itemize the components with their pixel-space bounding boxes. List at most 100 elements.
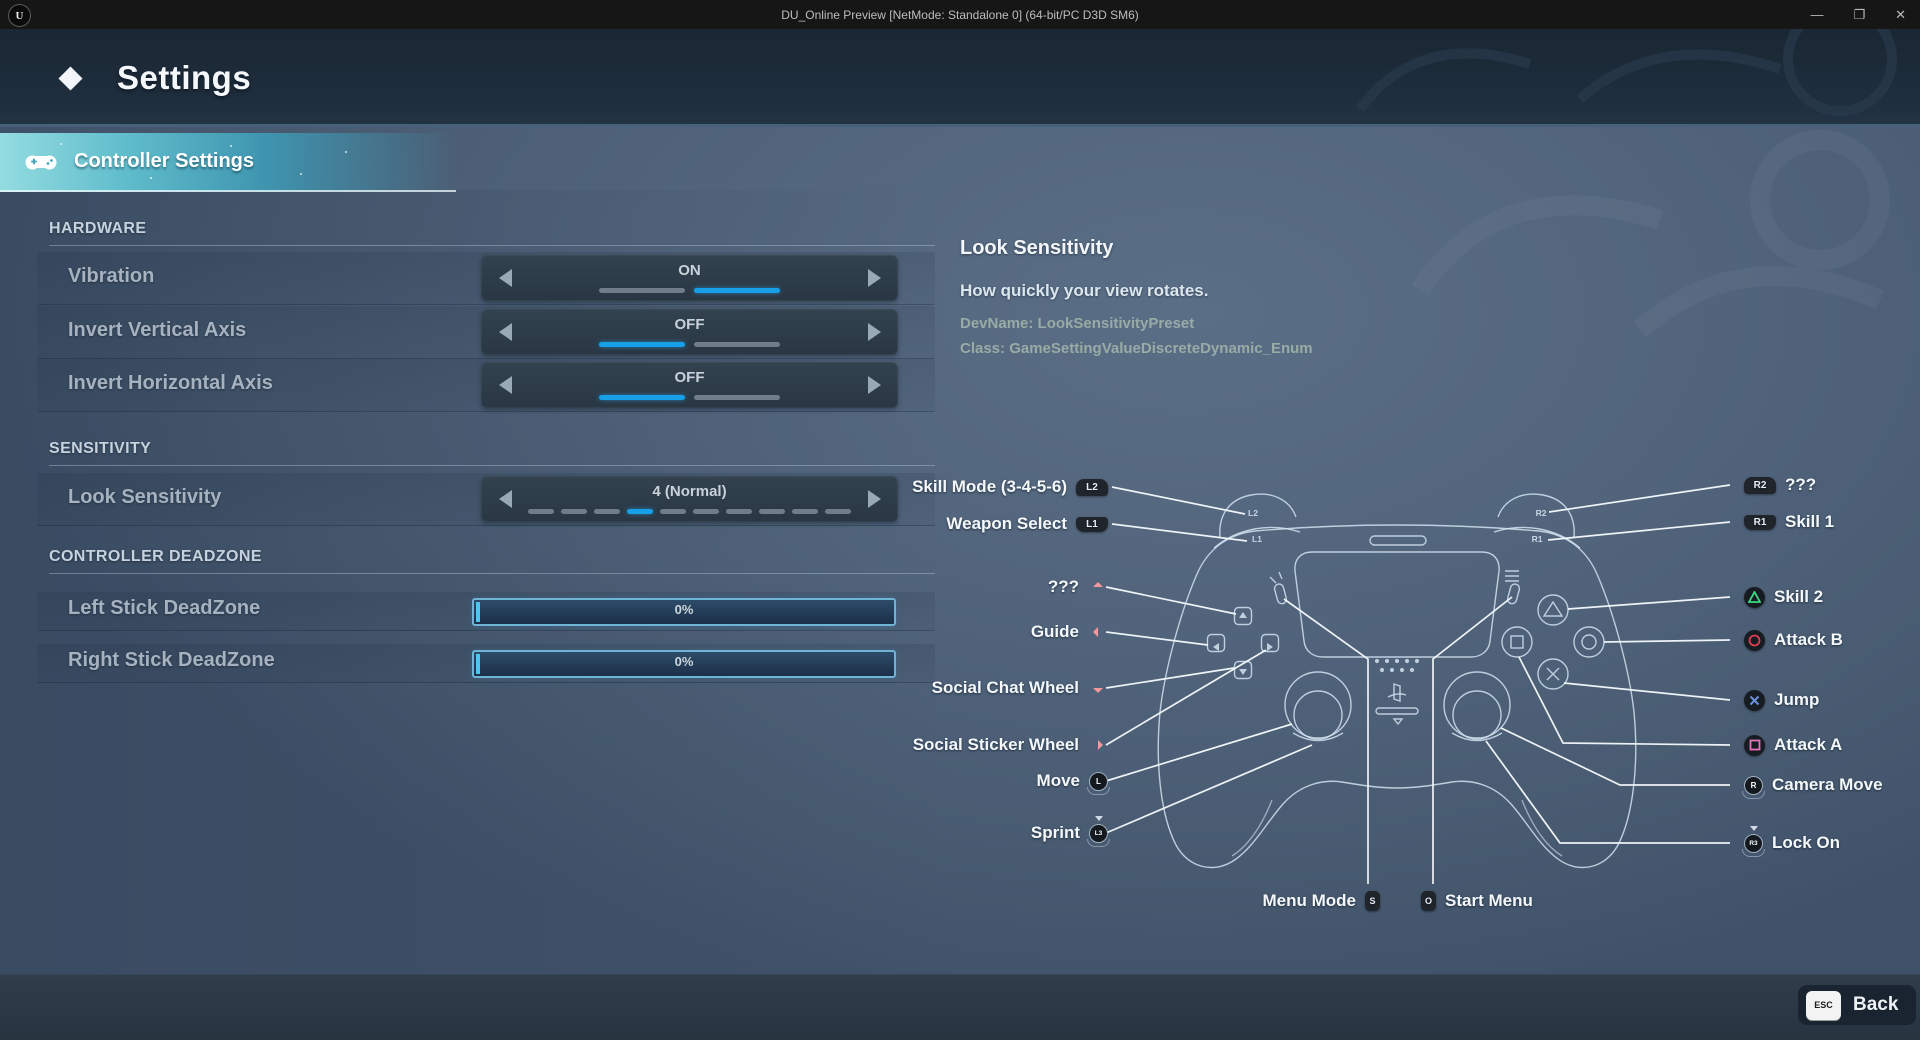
binding-r2-unknown: R2 ???	[1744, 472, 1816, 498]
look-sensitivity-stepper[interactable]: 4 (Normal)	[481, 476, 898, 522]
stepper-segment	[694, 288, 780, 293]
left-stick-icon: L	[1087, 771, 1110, 795]
unreal-engine-logo-icon: U	[8, 4, 31, 27]
tab-controller-settings[interactable]: Controller Settings	[0, 133, 456, 192]
stepper-value: OFF	[674, 316, 705, 333]
vibration-stepper[interactable]: ON	[481, 255, 898, 301]
stepper-segments	[481, 395, 898, 400]
dpad-down-icon	[1088, 678, 1108, 698]
deadzone-value: 0%	[674, 654, 694, 669]
back-button[interactable]: ESC Back	[1798, 985, 1916, 1025]
circle-button-icon	[1744, 629, 1765, 651]
dpad-right-icon	[1088, 735, 1108, 755]
controller-diagram: L2 L1 R2 R1	[1105, 484, 1731, 884]
deadzone-value: 0%	[674, 602, 694, 617]
binding-skill-2: Skill 2	[1744, 584, 1823, 610]
info-devname: DevName: LookSensitivityPreset	[960, 315, 1195, 332]
l1-art-label: L1	[1252, 534, 1262, 544]
invert-vertical-stepper[interactable]: OFF	[481, 309, 898, 355]
l2-trigger-badge-icon: L2	[1076, 478, 1108, 496]
decrease-arrow-button[interactable]	[481, 362, 529, 408]
right-stick-icon: R	[1742, 775, 1765, 799]
stepper-segment	[825, 509, 851, 514]
stepper-segment	[792, 509, 818, 514]
stepper-segment	[759, 509, 785, 514]
binding-start-menu: O Start Menu	[1421, 888, 1533, 914]
increase-arrow-button[interactable]	[850, 476, 898, 522]
setting-label-right-deadzone: Right Stick DeadZone	[68, 649, 275, 671]
section-divider	[49, 465, 935, 466]
setting-label-invert-horizontal: Invert Horizontal Axis	[68, 372, 273, 394]
close-button[interactable]: ✕	[1895, 7, 1906, 22]
section-divider	[49, 573, 935, 574]
binding-skill-1: R1 Skill 1	[1744, 509, 1834, 535]
stepper-value: 4 (Normal)	[652, 483, 727, 500]
l1-bumper-badge-icon: L1	[1076, 516, 1108, 532]
setting-label-invert-vertical: Invert Vertical Axis	[68, 319, 247, 341]
left-arrow-icon	[498, 323, 512, 341]
stepper-segments	[481, 288, 898, 293]
stepper-segment	[599, 395, 685, 400]
dpad-up-icon	[1088, 577, 1108, 597]
stepper-segments	[481, 509, 898, 514]
invert-horizontal-stepper[interactable]: OFF	[481, 362, 898, 408]
gamepad-icon	[25, 155, 57, 169]
page-title: Settings	[117, 59, 252, 96]
r2-art-label: R2	[1536, 508, 1547, 518]
decrease-arrow-button[interactable]	[481, 255, 529, 301]
tab-label: Controller Settings	[74, 150, 255, 172]
window-titlebar: U DU_Online Preview [NetMode: Standalone…	[0, 0, 1920, 29]
section-divider	[49, 245, 935, 246]
decrease-arrow-button[interactable]	[481, 476, 529, 522]
setting-label-left-deadzone: Left Stick DeadZone	[68, 597, 261, 619]
r3-stick-press-icon: R3	[1742, 833, 1765, 857]
left-arrow-icon	[498, 376, 512, 394]
binding-move: Move L	[1037, 768, 1110, 795]
maximize-button[interactable]: ❐	[1853, 7, 1866, 22]
triangle-button-icon	[1744, 586, 1765, 608]
stepper-segment	[726, 509, 752, 514]
right-arrow-icon	[867, 269, 881, 287]
binding-camera-move: R Camera Move	[1742, 772, 1883, 799]
binding-attack-b: Attack B	[1744, 627, 1843, 653]
window-title: DU_Online Preview [NetMode: Standalone 0…	[781, 7, 1139, 22]
share-button-badge-icon: S	[1365, 891, 1380, 911]
binding-menu-mode: Menu Mode S	[1263, 888, 1380, 914]
info-description: How quickly your view rotates.	[960, 281, 1209, 300]
square-button-icon	[1744, 734, 1765, 756]
section-title-sensitivity: SENSITIVITY	[49, 440, 152, 457]
background-swirl-decor	[1411, 130, 1890, 338]
right-arrow-icon	[867, 490, 881, 508]
section-title-hardware: HARDWARE	[49, 220, 147, 237]
stepper-segment	[561, 509, 587, 514]
stepper-segment	[693, 509, 719, 514]
r1-bumper-badge-icon: R1	[1744, 514, 1776, 530]
increase-arrow-button[interactable]	[850, 362, 898, 408]
increase-arrow-button[interactable]	[850, 255, 898, 301]
settings-header	[0, 29, 1920, 124]
increase-arrow-button[interactable]	[850, 309, 898, 355]
left-stick-deadzone-slider[interactable]: 0%	[472, 598, 896, 626]
right-arrow-icon	[867, 323, 881, 341]
left-arrow-icon	[498, 490, 512, 508]
header-swirl-decor	[1356, 29, 1897, 116]
r1-art-label: R1	[1532, 534, 1543, 544]
window-controls: — ❐ ✕	[1810, 0, 1906, 29]
binding-weapon-select: Weapon Select L1	[946, 511, 1108, 537]
stepper-segment	[694, 342, 780, 347]
l2-art-label: L2	[1248, 508, 1258, 518]
callout-lines	[1105, 484, 1731, 884]
minimize-button[interactable]: —	[1810, 7, 1824, 22]
right-stick-deadzone-slider[interactable]: 0%	[472, 650, 896, 678]
stepper-segment	[694, 395, 780, 400]
stepper-value: OFF	[674, 369, 705, 386]
stepper-segment	[594, 509, 620, 514]
stepper-segment	[660, 509, 686, 514]
footer-bar: ESC Back	[0, 974, 1920, 1040]
binding-jump: Jump	[1744, 687, 1819, 713]
decrease-arrow-button[interactable]	[481, 309, 529, 355]
cross-button-icon	[1744, 689, 1765, 711]
left-arrow-icon	[498, 269, 512, 287]
dpad-left-icon	[1088, 622, 1108, 642]
